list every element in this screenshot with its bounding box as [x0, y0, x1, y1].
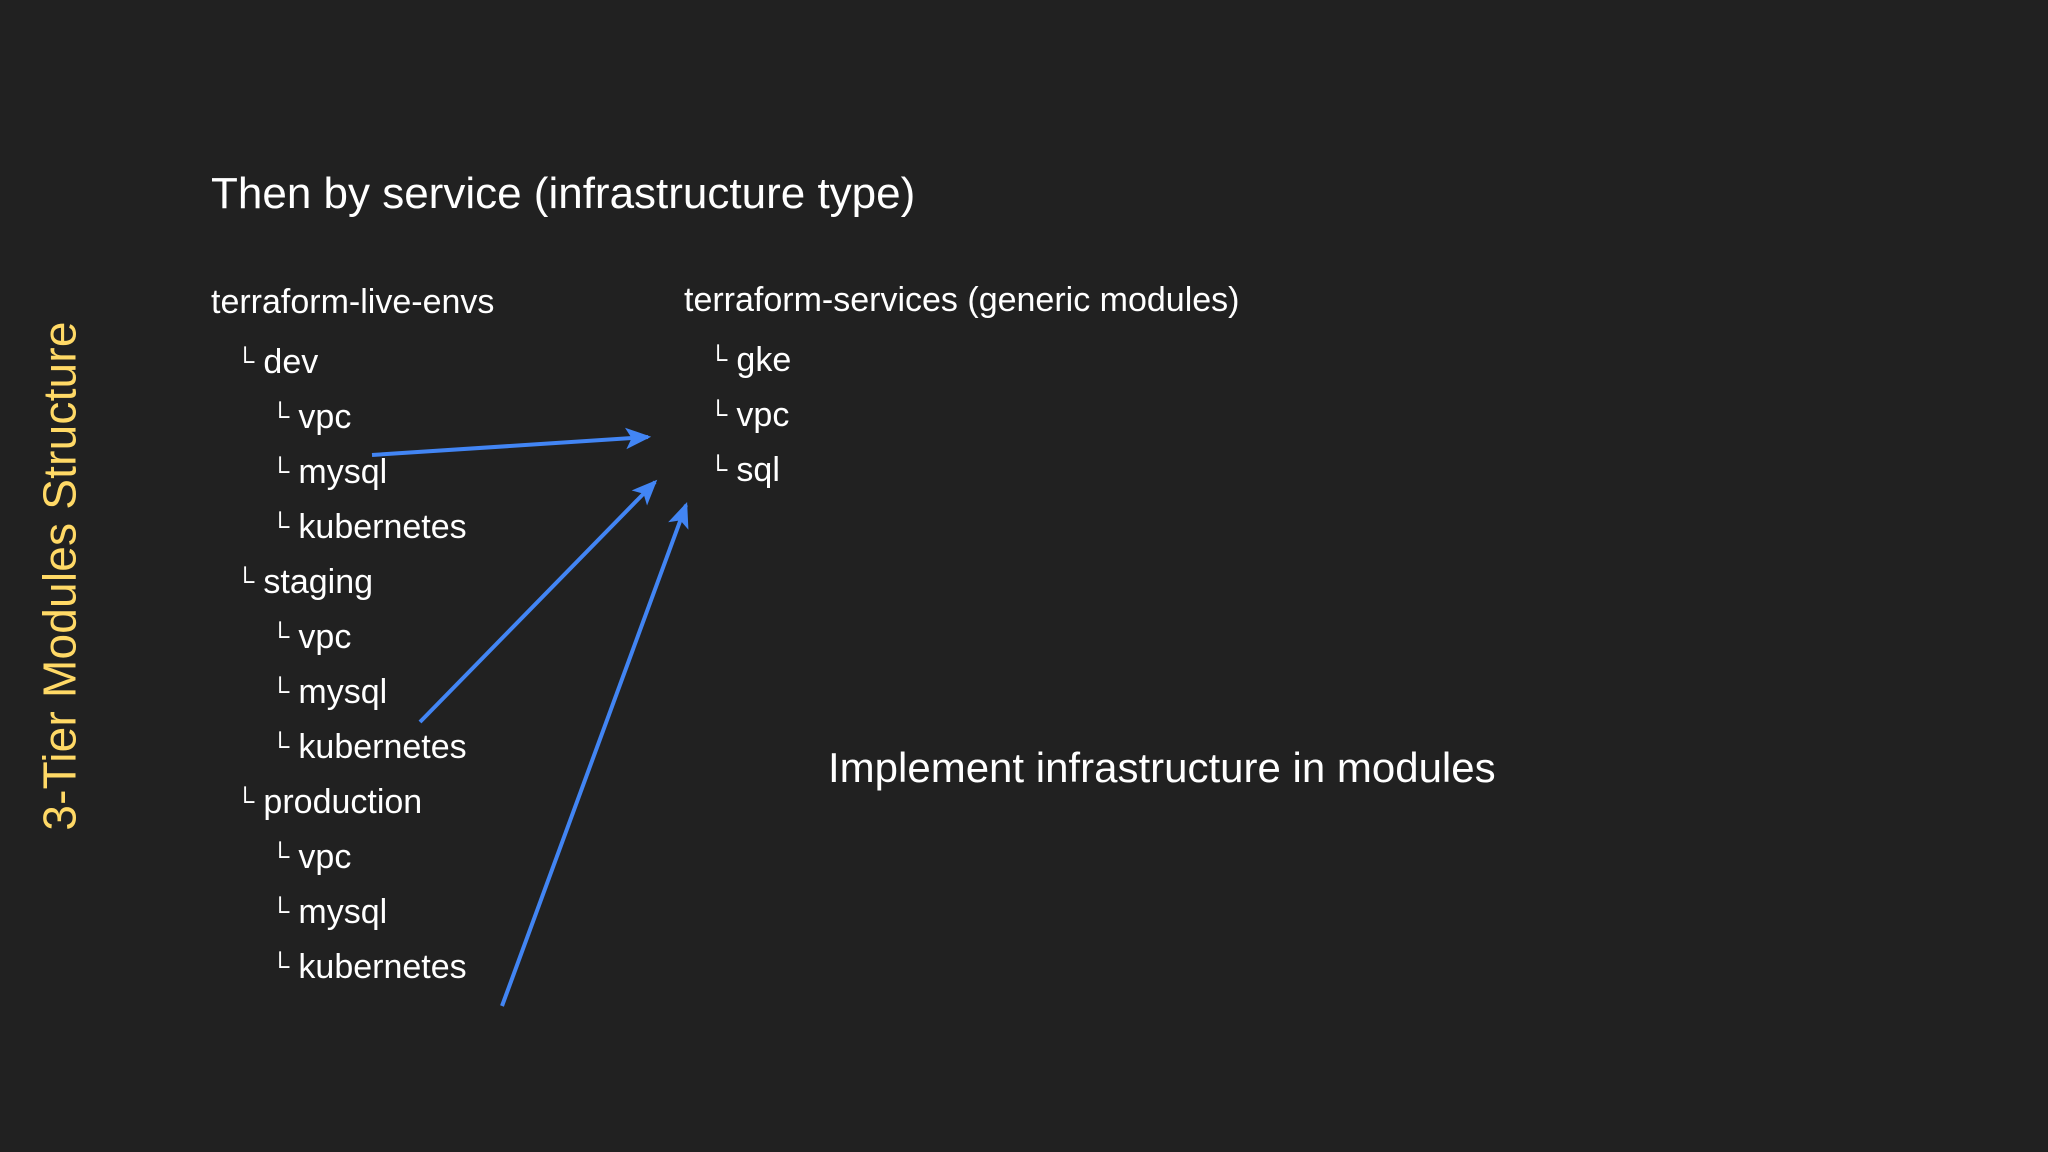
tree-branch-icon: └: [236, 566, 255, 596]
tree-branch-icon: └: [271, 621, 290, 651]
slide-side-title: 3-Tier Modules Structure: [0, 0, 120, 1152]
tree-node-staging: └ staging: [211, 565, 494, 620]
tree-branch-icon: └: [271, 951, 290, 981]
tree-node-label: dev: [263, 343, 319, 381]
tree-branch-icon: └: [271, 511, 290, 541]
tree-node-staging-mysql: └ mysql: [211, 675, 494, 730]
tree-root-row: terraform-live-envs: [211, 285, 494, 345]
tree-branch-icon: └: [236, 786, 255, 816]
tree-branch-icon: └: [271, 676, 290, 706]
tree-node-label: vpc: [736, 396, 790, 434]
tree-node-label: sql: [736, 451, 780, 489]
tree-node-staging-vpc: └ vpc: [211, 620, 494, 675]
tree-terraform-live-envs: terraform-live-envs └ dev └ vpc └ mysql …: [211, 285, 494, 1005]
tree-branch-icon: └: [709, 454, 728, 484]
side-title-text: 3-Tier Modules Structure: [34, 321, 86, 831]
tree-node-label: mysql: [298, 893, 388, 931]
tree-node-label: mysql: [298, 453, 388, 491]
tree-node-label: production: [263, 783, 423, 821]
tree-node-production-mysql: └ mysql: [211, 895, 494, 950]
tree-root-label: terraform-services (generic modules): [684, 281, 1240, 319]
tree-node-vpc: └ vpc: [684, 398, 1240, 453]
tree-branch-icon: └: [271, 456, 290, 486]
tree-node-label: gke: [736, 341, 792, 379]
tree-node-label: vpc: [298, 398, 352, 436]
tree-node-dev-kubernetes: └ kubernetes: [211, 510, 494, 565]
tree-node-label: kubernetes: [298, 728, 467, 766]
tree-node-gke: └ gke: [684, 343, 1240, 398]
tree-branch-icon: └: [236, 346, 255, 376]
tree-node-sql: └ sql: [684, 453, 1240, 508]
tree-node-label: staging: [263, 563, 374, 601]
tree-node-label: mysql: [298, 673, 388, 711]
tree-node-production-vpc: └ vpc: [211, 840, 494, 895]
tree-node-staging-kubernetes: └ kubernetes: [211, 730, 494, 785]
tree-branch-icon: └: [271, 841, 290, 871]
tree-node-dev-mysql: └ mysql: [211, 455, 494, 510]
tree-branch-icon: └: [709, 344, 728, 374]
slide-headline: Then by service (infrastructure type): [211, 169, 916, 218]
tree-node-label: vpc: [298, 618, 352, 656]
tree-node-production: └ production: [211, 785, 494, 840]
slide-caption: Implement infrastructure in modules: [828, 744, 1496, 791]
tree-terraform-services: terraform-services (generic modules) └ g…: [684, 283, 1240, 508]
tree-branch-icon: └: [271, 731, 290, 761]
tree-node-label: kubernetes: [298, 508, 467, 546]
tree-node-dev: └ dev: [211, 345, 494, 400]
tree-root-label: terraform-live-envs: [211, 283, 495, 321]
arrow-prod-kubernetes-to-services: [500, 501, 689, 1007]
tree-branch-icon: └: [271, 401, 290, 431]
tree-root-row: terraform-services (generic modules): [684, 283, 1240, 343]
tree-branch-icon: └: [709, 399, 728, 429]
tree-node-label: kubernetes: [298, 948, 467, 986]
tree-node-dev-vpc: └ vpc: [211, 400, 494, 455]
tree-branch-icon: └: [271, 896, 290, 926]
tree-node-production-kubernetes: └ kubernetes: [211, 950, 494, 1005]
tree-node-label: vpc: [298, 838, 352, 876]
